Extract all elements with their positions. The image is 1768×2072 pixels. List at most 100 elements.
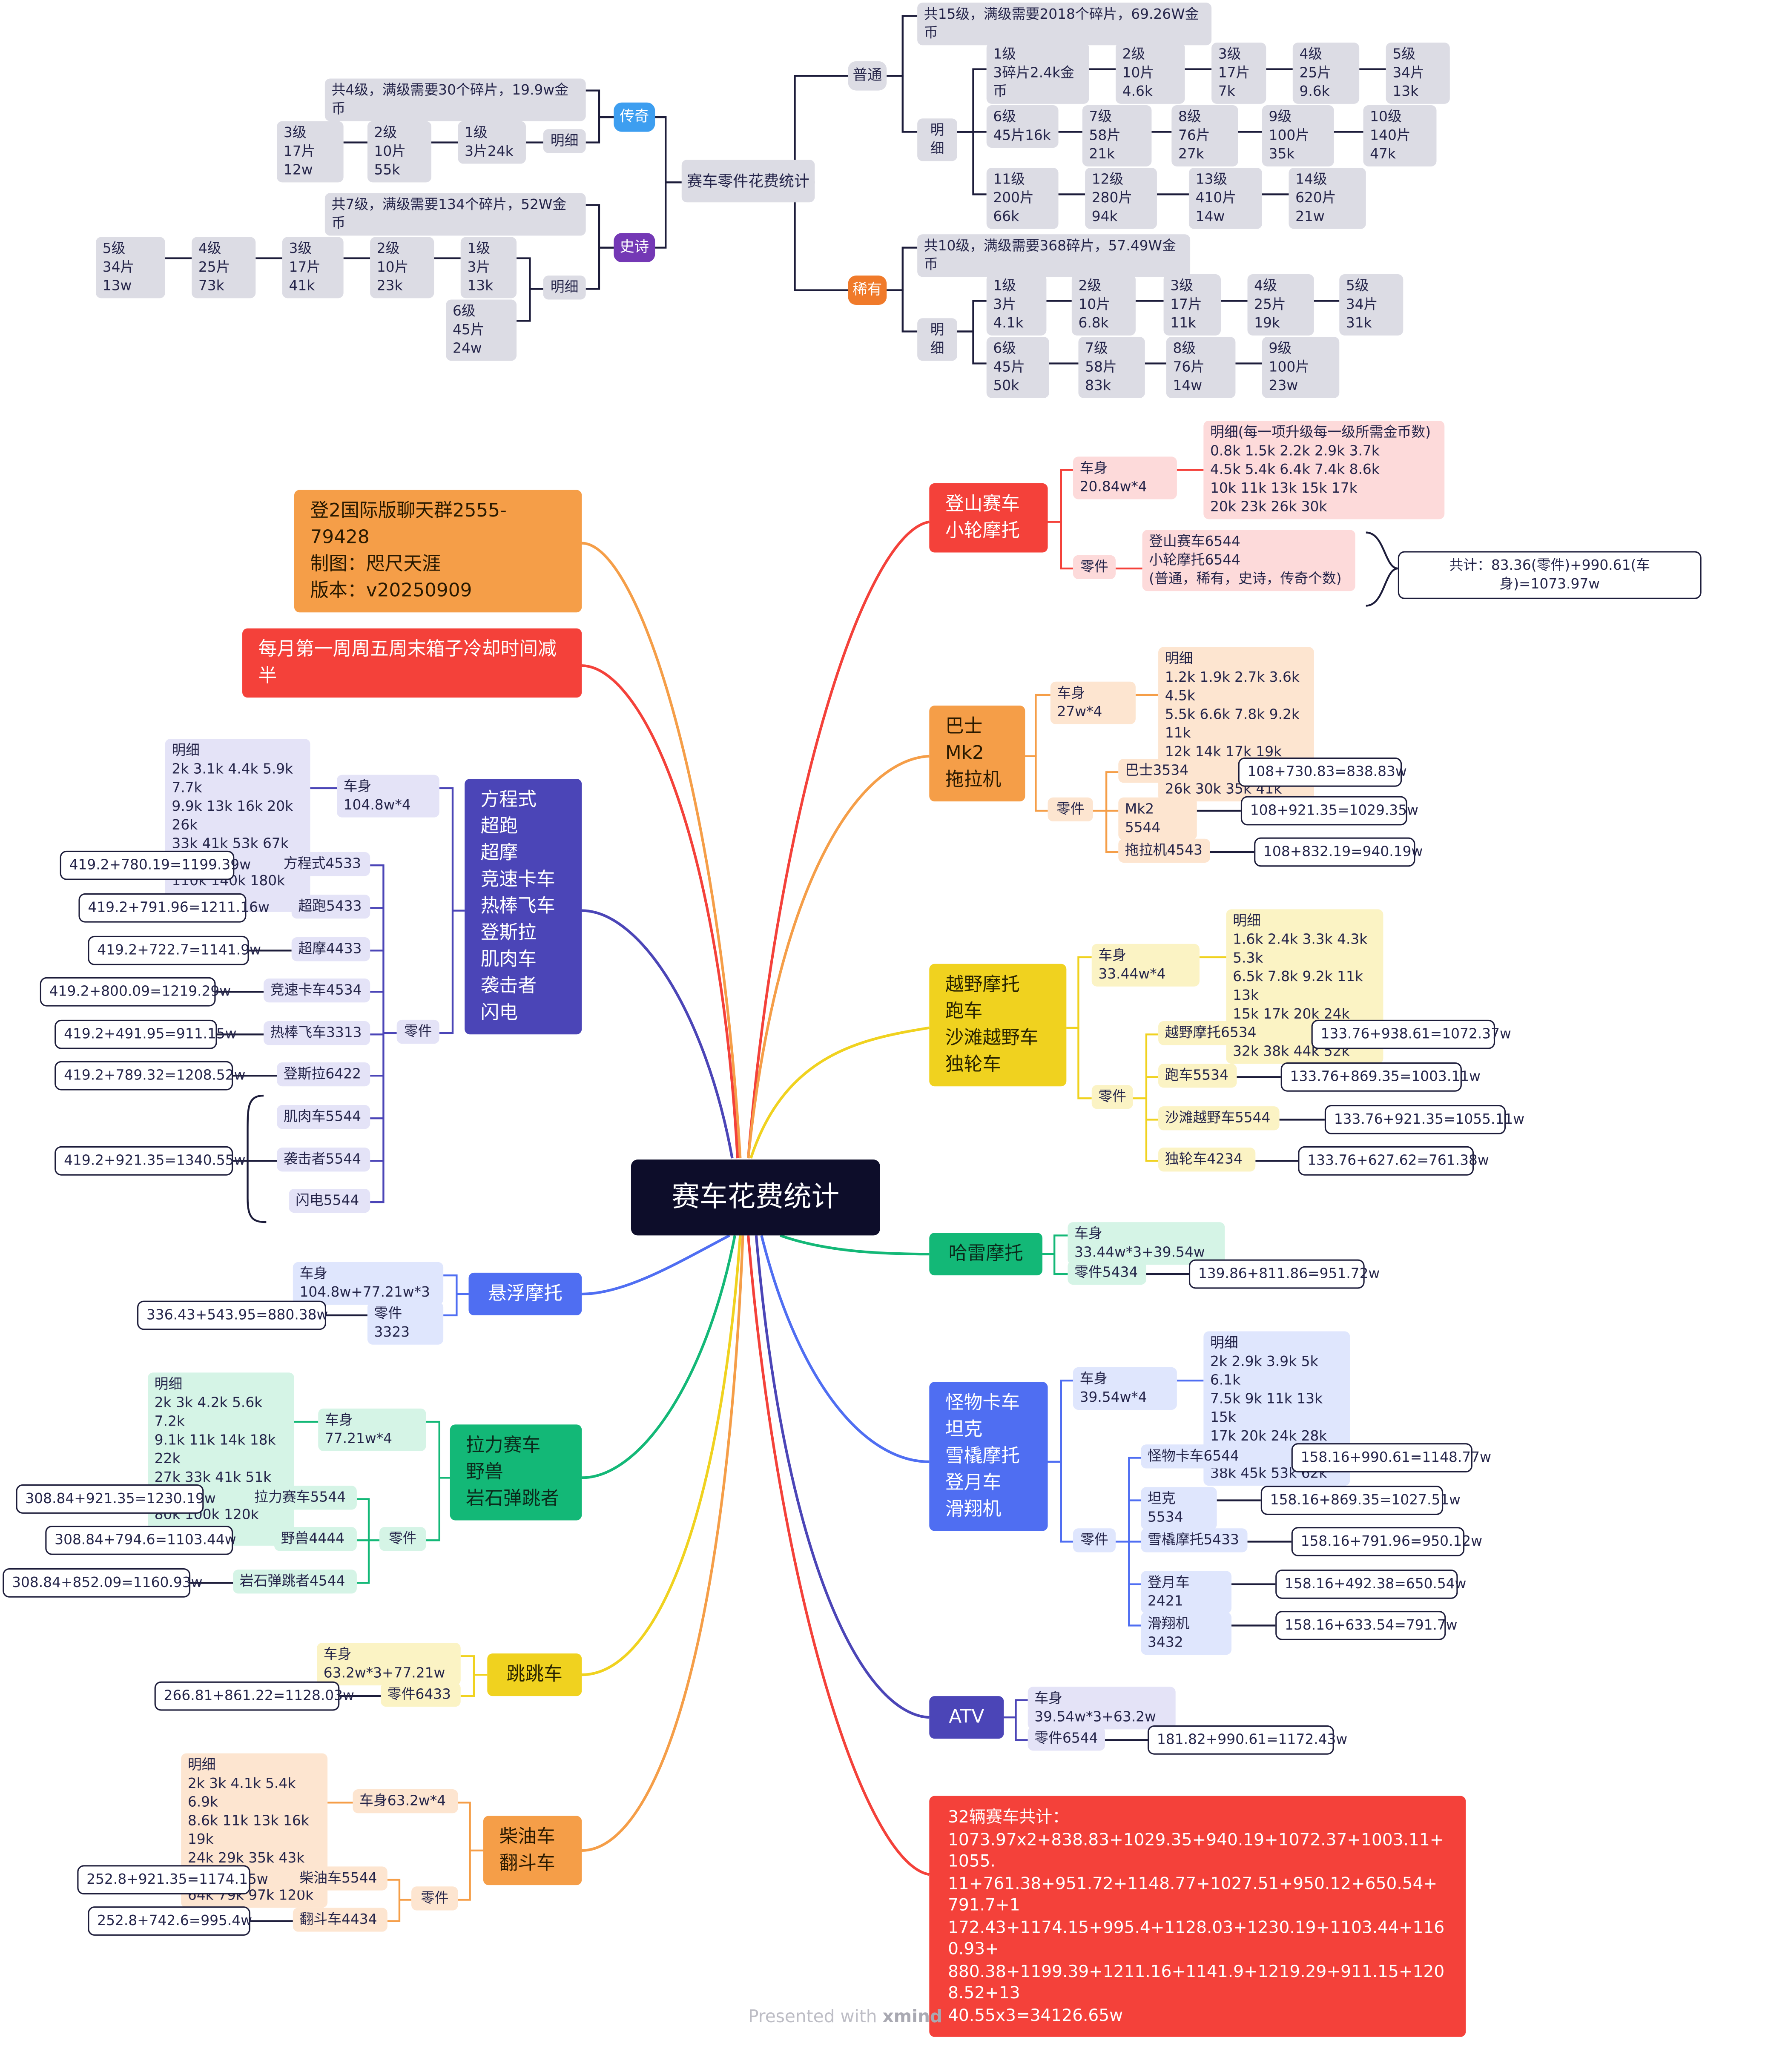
normal-detail-label[interactable]: 明细	[917, 118, 957, 161]
monster-result-3[interactable]: 158.16+791.96=950.12w	[1291, 1527, 1482, 1556]
offroad-part-1[interactable]: 越野摩托6534	[1158, 1021, 1266, 1045]
info-node[interactable]: 登2国际版聊天群2555-79428 制图：咫尺天涯 版本：v20250909	[294, 490, 582, 613]
normal-level-5[interactable]: 5级 34片13k	[1386, 43, 1450, 104]
formula-part-4[interactable]: 竞速卡车4534	[264, 978, 370, 1003]
normal-level-8[interactable]: 8级 76片27k	[1171, 105, 1238, 166]
rare-level-3[interactable]: 3级 17片11k	[1163, 274, 1221, 336]
normal-level-14[interactable]: 14级 620片21w	[1289, 167, 1366, 229]
hover-result[interactable]: 336.43+543.95=880.38w	[137, 1300, 328, 1330]
rally-parts-label[interactable]: 零件	[379, 1527, 426, 1551]
formula-result-5[interactable]: 419.2+491.95=911.15w	[55, 1019, 237, 1049]
rally-group-node[interactable]: 拉力赛车 野兽 岩石弹跳者	[450, 1424, 582, 1521]
rare-level-2[interactable]: 2级 10片6.8k	[1071, 274, 1136, 336]
atv-result[interactable]: 181.82+990.61=1172.43w	[1148, 1725, 1347, 1755]
normal-level-12[interactable]: 12级 280片94k	[1085, 167, 1157, 229]
jump-parts-node[interactable]: 零件6433	[381, 1682, 461, 1707]
monster-body-node[interactable]: 车身39.54w*4	[1073, 1367, 1177, 1410]
epic-level-6[interactable]: 6级 45片24w	[446, 299, 517, 361]
monster-part-5[interactable]: 滑翔机3432	[1141, 1612, 1232, 1655]
epic-level-1[interactable]: 1级 3片13k	[460, 237, 517, 298]
formula-part-3[interactable]: 超摩4433	[291, 937, 370, 961]
formula-part-5[interactable]: 热棒飞车3313	[264, 1021, 370, 1045]
monster-result-4[interactable]: 158.16+492.38=650.54w	[1275, 1570, 1467, 1599]
bus-part-2[interactable]: Mk2 5544	[1118, 797, 1197, 840]
bus-parts-label[interactable]: 零件	[1048, 797, 1093, 822]
offroad-part-4[interactable]: 独轮车4234	[1158, 1148, 1256, 1172]
epic-level-3[interactable]: 3级 17片41k	[282, 237, 344, 298]
mountain-parts-node[interactable]: 登山赛车6544 小轮摩托6544 (普通，稀有，史诗，传奇个数)	[1142, 530, 1355, 591]
normal-summary[interactable]: 共15级，满级需要2018个碎片，69.26W金币	[917, 3, 1212, 46]
rally-part-3[interactable]: 岩石弹跳者4544	[233, 1570, 357, 1594]
rare-level-1[interactable]: 1级 3片4.1k	[986, 274, 1047, 336]
monster-part-1[interactable]: 怪物卡车6544	[1141, 1444, 1249, 1469]
atv-body-node[interactable]: 车身39.54w*3+63.2w	[1028, 1687, 1176, 1730]
rare-tier-node[interactable]: 稀有	[848, 276, 887, 305]
atv-group-node[interactable]: ATV	[929, 1696, 1004, 1739]
monster-result-5[interactable]: 158.16+633.54=791.7w	[1275, 1611, 1458, 1640]
rare-level-9[interactable]: 9级 100片23w	[1262, 337, 1340, 398]
legend-detail-label[interactable]: 明细	[543, 129, 586, 153]
jump-body-node[interactable]: 车身63.2w*3+77.21w	[317, 1643, 461, 1686]
formula-part-6[interactable]: 登斯拉6422	[277, 1062, 370, 1087]
diesel-part-2[interactable]: 翻斗车4434	[293, 1908, 387, 1932]
formula-result-7[interactable]: 419.2+921.35=1340.55w	[55, 1146, 246, 1176]
bus-part-1[interactable]: 巴士3534	[1118, 759, 1197, 783]
normal-level-3[interactable]: 3级 17片7k	[1211, 43, 1266, 104]
mountain-result[interactable]: 共计：83.36(零件)+990.61(车身)=1073.97w	[1398, 551, 1702, 599]
harley-group-node[interactable]: 哈雷摩托	[929, 1233, 1043, 1276]
rare-detail-label[interactable]: 明细	[917, 318, 957, 361]
bus-result-3[interactable]: 108+832.19=940.19w	[1254, 837, 1423, 867]
offroad-body-node[interactable]: 车身33.44w*4	[1091, 944, 1200, 987]
normal-level-1[interactable]: 1级 3碎片2.4k金币	[986, 43, 1089, 104]
offroad-result-2[interactable]: 133.76+869.35=1003.11w	[1280, 1062, 1481, 1092]
rare-level-7[interactable]: 7级 58片83k	[1078, 337, 1145, 398]
epic-summary[interactable]: 共7级，满级需要134个碎片，52W金币	[324, 193, 586, 236]
bus-result-2[interactable]: 108+921.35=1029.35w	[1240, 796, 1418, 826]
epic-level-4[interactable]: 4级 25片73k	[192, 237, 256, 298]
formula-part-7[interactable]: 肌肉车5544	[277, 1105, 370, 1129]
legend-level-2[interactable]: 2级 10片55k	[367, 121, 431, 183]
jump-group-node[interactable]: 跳跳车	[487, 1653, 582, 1696]
offroad-part-3[interactable]: 沙滩越野车5544	[1158, 1106, 1280, 1131]
bus-group-node[interactable]: 巴士 Mk2 拖拉机	[929, 706, 1025, 802]
offroad-parts-label[interactable]: 零件	[1091, 1085, 1133, 1109]
formula-result-3[interactable]: 419.2+722.7=1141.9w	[88, 936, 261, 965]
rally-result-2[interactable]: 308.84+794.6=1103.44w	[45, 1525, 236, 1555]
bus-result-1[interactable]: 108+730.83=838.83w	[1238, 757, 1407, 787]
harley-body-node[interactable]: 车身33.44w*3+39.54w	[1068, 1222, 1225, 1265]
harley-result[interactable]: 139.86+811.86=951.72w	[1188, 1259, 1380, 1289]
normal-level-7[interactable]: 7级 58片21k	[1082, 105, 1152, 166]
offroad-group-node[interactable]: 越野摩托 跑车 沙滩越野车 独轮车	[929, 964, 1067, 1087]
monster-group-node[interactable]: 怪物卡车 坦克 雪橇摩托 登月车 滑翔机	[929, 1382, 1048, 1531]
offroad-result-4[interactable]: 133.76+627.62=761.38w	[1298, 1146, 1489, 1176]
rally-detail-node[interactable]: 明细 2k 3k 4.2k 5.6k 7.2k 9.1k 11k 14k 18k…	[148, 1372, 294, 1546]
normal-level-2[interactable]: 2级 10片4.6k	[1116, 43, 1185, 104]
monster-part-2[interactable]: 坦克5534	[1141, 1487, 1217, 1530]
epic-level-2[interactable]: 2级 10片23k	[370, 237, 434, 298]
rally-body-node[interactable]: 车身77.21w*4	[318, 1408, 426, 1451]
diesel-result-2[interactable]: 252.8+742.6=995.4w	[88, 1906, 252, 1936]
formula-group-node[interactable]: 方程式 超跑 超摩 竞速卡车 热棒飞车 登斯拉 肌肉车 袭击者 闪电	[465, 779, 582, 1035]
diesel-body-node[interactable]: 车身63.2w*4	[353, 1789, 458, 1814]
rare-level-8[interactable]: 8级 76片14w	[1166, 337, 1236, 398]
atv-parts-node[interactable]: 零件6544	[1028, 1727, 1105, 1751]
normal-level-13[interactable]: 13级 410片14w	[1188, 167, 1262, 229]
rare-level-4[interactable]: 4级 25片19k	[1247, 274, 1314, 336]
formula-result-4[interactable]: 419.2+800.09=1219.29w	[40, 977, 231, 1007]
xmind-brand[interactable]: xmind	[882, 2007, 943, 2028]
epic-detail-label[interactable]: 明细	[543, 276, 586, 300]
formula-body-node[interactable]: 车身104.8w*4	[337, 775, 439, 818]
formula-parts-label[interactable]: 零件	[396, 1019, 439, 1044]
diesel-group-node[interactable]: 柴油车 翻斗车	[483, 1816, 582, 1885]
notice-node[interactable]: 每月第一周周五周末箱子冷却时间减半	[242, 628, 582, 698]
bus-part-3[interactable]: 拖拉机4543	[1118, 838, 1210, 863]
formula-detail-node[interactable]: 明细 2k 3.1k 4.4k 5.9k 7.7k 9.9k 13k 16k 2…	[165, 739, 310, 912]
normal-level-4[interactable]: 4级 25片9.6k	[1292, 43, 1360, 104]
rally-part-2[interactable]: 野兽4444	[274, 1527, 357, 1551]
harley-parts-node[interactable]: 零件5434	[1068, 1260, 1146, 1285]
rare-level-6[interactable]: 6级 45片50k	[986, 337, 1049, 398]
mountain-detail-node[interactable]: 明细(每一项升级每一级所需金币数) 0.8k 1.5k 2.2k 2.9k 3.…	[1203, 420, 1445, 519]
legend-tier-node[interactable]: 传奇	[614, 102, 655, 132]
hover-parts-node[interactable]: 零件3323	[367, 1302, 444, 1345]
monster-part-3[interactable]: 雪橇摩托5433	[1141, 1528, 1248, 1553]
